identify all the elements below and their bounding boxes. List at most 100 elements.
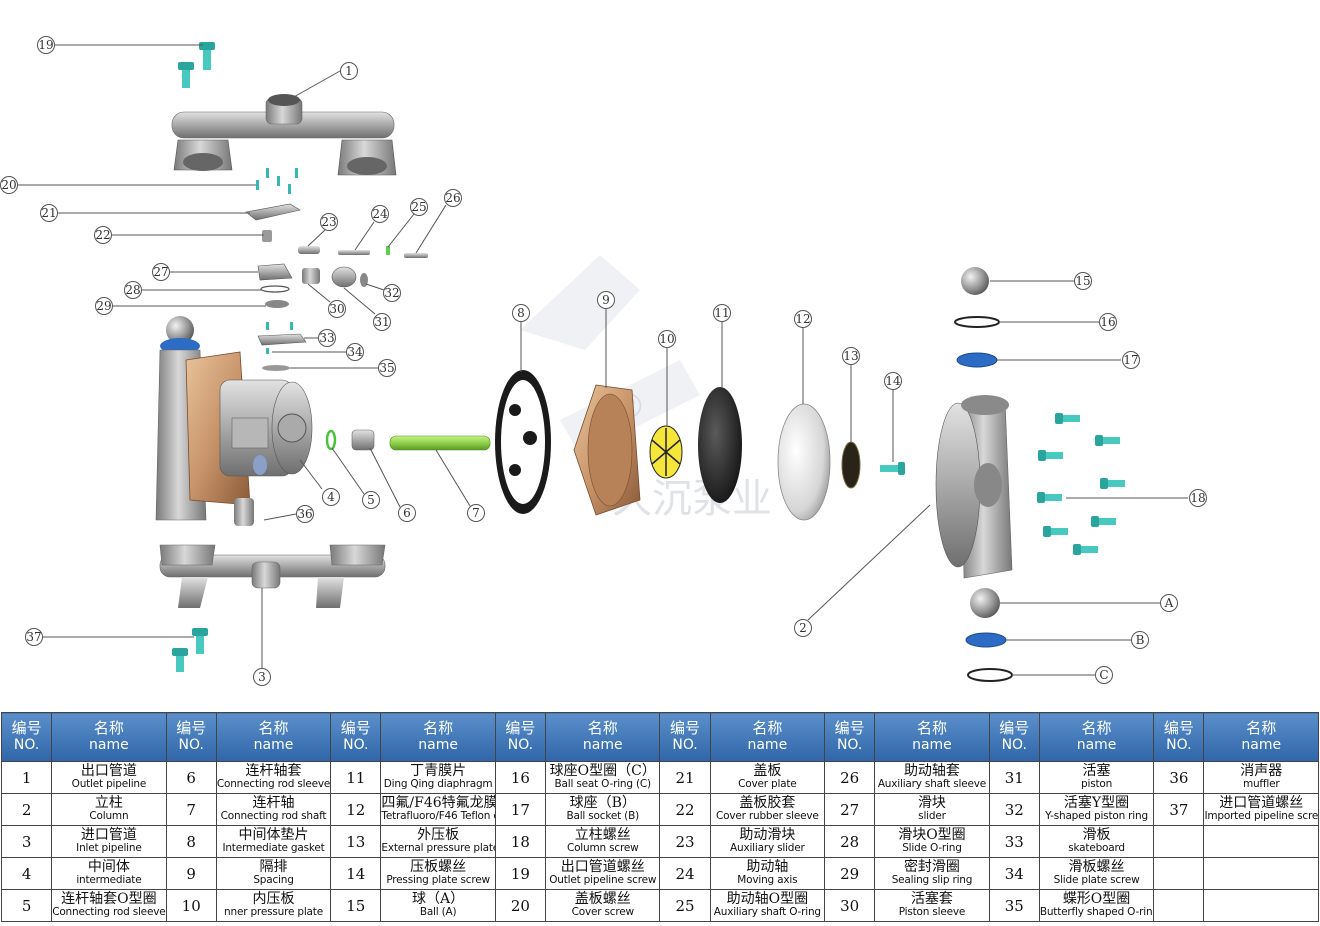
callout-circle — [37, 36, 55, 54]
part-name-zh: 消声器 — [1240, 762, 1283, 779]
butterfly-o-ring — [262, 365, 290, 371]
callout-circle — [373, 313, 391, 331]
part-number: 24 — [659, 857, 711, 890]
callout-circle — [398, 504, 416, 522]
callout-26: 26 — [444, 189, 462, 207]
callout-2: 2 — [794, 619, 812, 637]
callout-circle — [124, 281, 142, 299]
callout-3: 3 — [253, 668, 271, 686]
part-name-en: Intermediate gasket — [222, 841, 325, 854]
part-number: 20 — [494, 889, 547, 922]
callout-number: 10 — [659, 332, 674, 346]
outlet-pipeline-screws — [178, 42, 215, 88]
callout-circle — [444, 189, 462, 207]
header-name-zh: 名称 — [1246, 719, 1277, 737]
slide-plate-screw — [266, 348, 269, 354]
callout-number: 12 — [795, 312, 810, 326]
header-no-zh: 编号 — [505, 719, 536, 737]
part-name-zh: 连杆轴套O型圈 — [61, 890, 157, 907]
callout-24: 24 — [371, 205, 389, 223]
callout-number: 34 — [347, 345, 363, 359]
column-screws — [1037, 413, 1125, 555]
part-name-zh: 活塞 — [1082, 762, 1111, 779]
inner-pressure-plate — [649, 425, 683, 479]
part-name-zh: 盖板胶套 — [739, 794, 796, 811]
callout-number: 18 — [1190, 491, 1205, 505]
part-number: 23 — [659, 825, 711, 858]
part-number: 28 — [824, 825, 876, 858]
part-name-en: Butterfly shaped O-ring — [1039, 905, 1154, 918]
callout-number: 8 — [517, 306, 525, 320]
callout-31: 31 — [373, 313, 391, 331]
callout-circle — [340, 62, 358, 80]
part-name-en: Spacing — [253, 873, 294, 886]
part-number — [1153, 857, 1205, 890]
part-number: 30 — [824, 889, 876, 922]
part-name-en: muffler — [1242, 777, 1280, 790]
part-name-zh: 滑块 — [917, 794, 946, 811]
part-name-en: Connecting rod sleeve — [216, 777, 331, 790]
part-name-zh: 压板螺丝 — [410, 858, 467, 875]
part-number: 3 — [0, 825, 53, 858]
part-number: 18 — [494, 825, 547, 858]
ding-qing-diaphragm — [698, 387, 742, 503]
callout-circle — [410, 198, 428, 216]
part-name-zh: 四氟/F46特氟龙膜片 — [381, 794, 494, 811]
part-number: 25 — [659, 889, 711, 922]
ball-socket-bottom — [965, 632, 1007, 648]
inlet-pipeline-screws — [172, 628, 208, 672]
moving-axis — [338, 250, 370, 255]
header-no-en: NO. — [507, 737, 534, 753]
callout-number: 20 — [1, 178, 16, 192]
part-name-en: Auxiliary slider — [730, 841, 805, 854]
piston — [331, 266, 357, 288]
callout-number: 28 — [125, 283, 140, 297]
header-no-zh: 编号 — [1163, 719, 1194, 737]
part-name-en: Auxiliary shaft O-ring — [713, 905, 821, 918]
ball-a-top — [961, 267, 989, 295]
part-number: 27 — [824, 793, 876, 826]
callout-number: 13 — [843, 349, 858, 363]
part-name-en: Inlet pipeline — [76, 841, 142, 854]
part-number: 1 — [0, 761, 53, 794]
part-name-en: Slide plate screw — [1053, 873, 1140, 886]
callout-circle — [597, 291, 615, 309]
part-name-zh: 进口管道螺丝 — [1219, 794, 1304, 811]
part-number: 37 — [1153, 793, 1205, 826]
callout-circle — [362, 491, 380, 509]
header-name-en: name — [253, 737, 294, 753]
callout-number: 24 — [372, 207, 388, 221]
part-name-en: Connecting rod shaft — [220, 809, 327, 822]
header-name-zh: 名称 — [258, 719, 289, 737]
callout-number: 11 — [714, 306, 729, 320]
auxiliary-shaft-o-ring — [386, 246, 390, 255]
header-name-zh: 名称 — [587, 719, 618, 737]
callout-number: 2 — [799, 621, 807, 635]
callout-circle — [320, 213, 338, 231]
callout-35: 35 — [378, 359, 396, 377]
part-number: 13 — [330, 825, 382, 858]
cover-plate — [245, 203, 301, 221]
part-number: 34 — [988, 857, 1040, 890]
part-name-zh: 助动轴 — [746, 858, 789, 875]
part-name-en: intermediate — [76, 873, 142, 886]
callout-37: 37 — [25, 628, 43, 646]
